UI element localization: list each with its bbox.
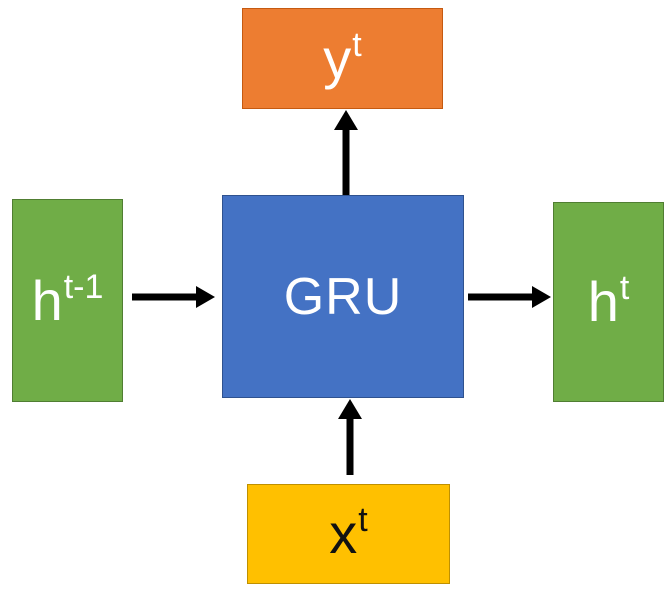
prev-hidden-base: h (31, 268, 63, 332)
gru-cell-node: GRU (222, 195, 464, 398)
arrowhead-icon (334, 110, 358, 130)
next-hidden-superscript: t (619, 269, 630, 307)
input-label: xt (329, 503, 367, 562)
next-hidden-base: h (587, 270, 619, 333)
arrow-input-to-gru (338, 399, 362, 475)
output-base: y (323, 26, 352, 90)
arrowhead-icon (532, 286, 551, 308)
arrowhead-icon (338, 399, 362, 419)
arrow-prev-hidden-to-gru (132, 286, 215, 308)
next-hidden-label: ht (588, 271, 630, 330)
arrow-gru-to-output (334, 110, 358, 195)
prev-hidden-label: ht-1 (32, 270, 104, 329)
prev-hidden-superscript: t-1 (63, 267, 104, 306)
prev-hidden-state-node: ht-1 (12, 199, 123, 402)
arrowhead-icon (196, 286, 215, 308)
input-node-x: xt (247, 484, 450, 584)
input-superscript: t (358, 501, 368, 539)
input-base: x (329, 502, 358, 565)
arrow-gru-to-next-hidden (468, 286, 551, 308)
output-label: yt (323, 28, 361, 87)
next-hidden-state-node: ht (553, 202, 664, 402)
gru-label: GRU (283, 267, 403, 326)
output-superscript: t (352, 25, 362, 64)
output-node-y: yt (242, 8, 443, 109)
